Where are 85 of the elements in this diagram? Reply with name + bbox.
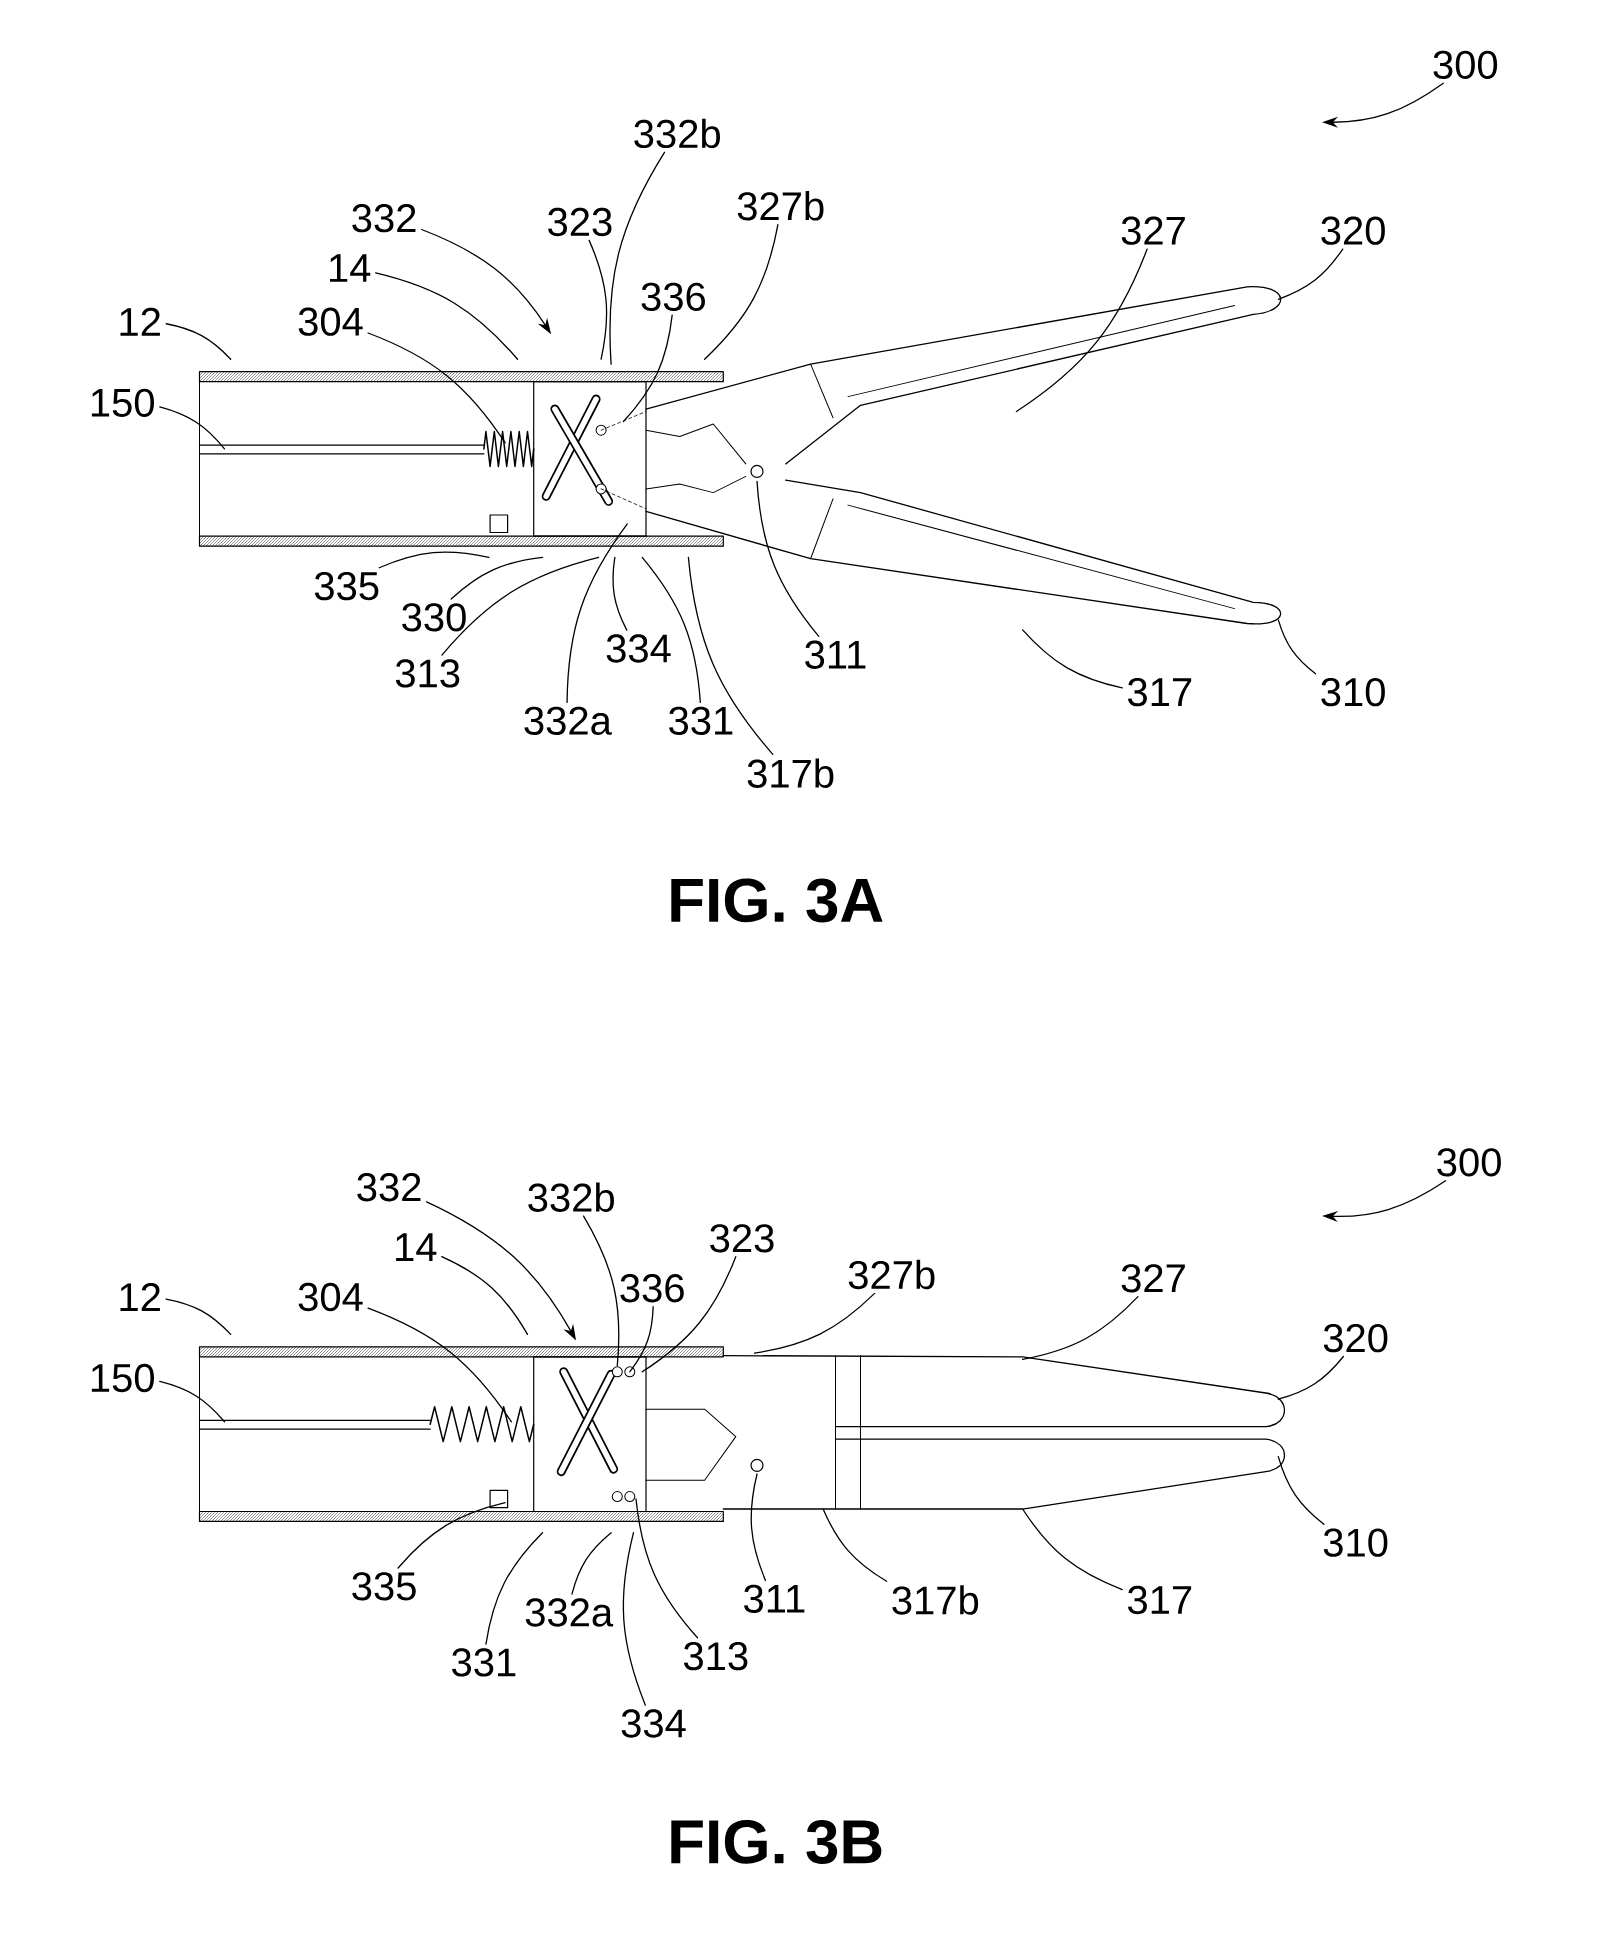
callout-number: 311	[805, 640, 866, 669]
callout-number: 14	[396, 1233, 437, 1261]
callout-number: 336	[620, 1274, 684, 1303]
leader-line	[635, 1498, 699, 1639]
callout-number: 310	[1321, 677, 1385, 707]
callout-number: 317b	[892, 1585, 979, 1615]
callout-number: 310	[1323, 1528, 1388, 1557]
callout-number: 304	[298, 1282, 363, 1312]
leader-line	[397, 1502, 506, 1569]
callout-number: 335	[352, 1572, 416, 1601]
leader-line	[822, 1508, 888, 1582]
callout-number: 334	[606, 634, 671, 663]
leader-line	[159, 1380, 226, 1423]
leader-line	[753, 1292, 876, 1354]
callout-number: 331	[452, 1648, 516, 1677]
callout-number: 317	[1127, 1585, 1192, 1615]
leader-line	[622, 314, 673, 423]
callout-number: 330	[402, 603, 466, 632]
callout-number: 150	[91, 1363, 154, 1393]
callout-number: 311	[744, 1584, 805, 1613]
leader-line	[609, 151, 666, 365]
leader-line	[641, 556, 701, 704]
callout-number: 332a	[525, 1598, 614, 1627]
leader-line	[1021, 629, 1123, 689]
leader-line	[378, 551, 490, 569]
callout-number: 317b	[747, 758, 834, 788]
leader-line	[629, 1305, 654, 1373]
leader-line	[375, 272, 519, 360]
callout-number: 320	[1323, 1323, 1388, 1353]
callout-number: 332	[357, 1173, 421, 1202]
leader-line	[441, 556, 600, 656]
callout-number: 12	[120, 1283, 160, 1311]
callout-number: 323	[548, 207, 612, 237]
leader-line	[450, 556, 544, 600]
callout-number: 327b	[737, 191, 824, 221]
leader-line	[1277, 1455, 1325, 1525]
callout-number: 150	[91, 388, 154, 417]
leader-line	[159, 406, 226, 450]
leader-line	[566, 523, 628, 704]
forceps-drawing	[198, 371, 724, 383]
leader-line	[687, 556, 774, 755]
callout-number: 336	[641, 282, 705, 311]
callout-number: 332	[352, 204, 416, 233]
leader-line	[582, 1215, 620, 1367]
leader-line	[441, 1256, 529, 1336]
leader-line	[1021, 1508, 1123, 1591]
callout-number: 332b	[634, 118, 720, 149]
leader-line	[571, 1532, 612, 1595]
callout-number: 331	[669, 706, 733, 735]
callout-number: 327b	[848, 1259, 935, 1290]
leader-line	[1277, 1355, 1344, 1400]
callout-number: 14	[330, 254, 371, 282]
leader-line	[165, 323, 232, 360]
callout-number: 300	[1437, 1148, 1501, 1177]
callout-number: 313	[395, 659, 460, 688]
leader-line	[485, 1532, 544, 1645]
leader-line	[367, 1307, 512, 1423]
callout-number: 332b	[528, 1182, 614, 1212]
leader-line	[1277, 248, 1344, 300]
callout-number: 12	[120, 307, 160, 336]
leader-line	[622, 1532, 646, 1706]
callout-number: 323	[710, 1224, 774, 1253]
leader-line	[1015, 248, 1148, 413]
figure-label: FIG. 3A	[671, 878, 883, 923]
callout-number: 300	[1433, 50, 1498, 79]
callout-number: 327	[1121, 216, 1185, 245]
leader-line	[165, 1298, 232, 1336]
leader-line	[1277, 619, 1317, 675]
callout-number: 332a	[524, 706, 612, 735]
figure-label: FIG. 3B	[671, 1819, 882, 1864]
leader-line	[756, 480, 820, 637]
forceps-drawing	[198, 1346, 724, 1358]
callout-number: 313	[683, 1641, 748, 1671]
callout-number: 317	[1127, 677, 1192, 707]
callout-number: 327	[1121, 1264, 1185, 1293]
leader-line	[588, 239, 608, 360]
leader-line	[612, 556, 628, 631]
leader-line	[750, 1473, 767, 1582]
callout-number: 320	[1321, 216, 1385, 245]
forceps-drawing	[198, 1354, 1286, 1522]
leader-line	[367, 332, 506, 444]
leader-line	[1021, 1296, 1139, 1360]
leader-line	[703, 224, 779, 360]
leader-line	[641, 1256, 737, 1373]
callout-number: 334	[621, 1709, 686, 1738]
